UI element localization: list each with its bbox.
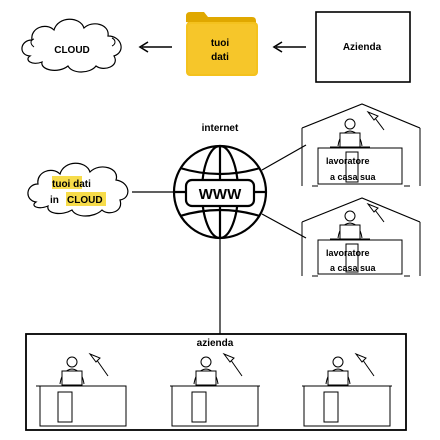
desk-lamp-icon (366, 110, 385, 131)
home-worker-2: lavoratore a casa sua (301, 197, 421, 277)
company-box: Azienda (315, 11, 411, 83)
left-cloud-line2-highlight: CLOUD (67, 195, 103, 206)
home-worker-2-line2: a casa sua (330, 263, 377, 273)
cloud-icon (21, 18, 122, 73)
desk-lamp-icon (222, 352, 243, 377)
desk-lamp-icon (354, 352, 375, 377)
person-at-desk-icon (193, 356, 219, 386)
person-at-desk-icon (325, 356, 351, 386)
house-icon (301, 197, 421, 223)
desk-lamp-icon (366, 202, 385, 223)
person-at-desk-icon (59, 356, 85, 386)
desk-lamp-icon (88, 352, 109, 377)
folder-label-line2: dati (211, 52, 229, 63)
office-desk-1 (36, 352, 127, 427)
cloud-label: CLOUD (54, 45, 90, 56)
office-label: azienda (197, 338, 234, 349)
person-at-desk-icon (330, 118, 370, 183)
internet-label: internet (202, 123, 239, 134)
home-worker-1-line2: a casa sua (330, 172, 377, 182)
left-cloud-line1: tuoi dati (52, 179, 91, 190)
office-desk-2 (170, 352, 260, 427)
folder-label-line1: tuoi (211, 38, 230, 49)
home-worker-1: lavoratore a casa sua (301, 103, 421, 187)
left-cloud-line2-prefix: in (50, 195, 59, 206)
home-worker-2-line1: lavoratore (326, 248, 370, 258)
company-label: Azienda (343, 42, 382, 53)
person-at-desk-icon (330, 210, 370, 273)
house-icon (301, 103, 421, 129)
office-desk-3 (302, 352, 392, 427)
globe-label: WWW (199, 186, 242, 203)
www-banner: WWW (184, 178, 256, 208)
home-worker-1-line1: lavoratore (326, 156, 370, 166)
left-cloud: tuoi dati in CLOUD (27, 162, 129, 217)
folder-icon: tuoi dati (186, 12, 258, 76)
arrow-left-icon (138, 41, 172, 53)
arrow-left-icon (272, 41, 306, 53)
top-cloud: CLOUD (21, 18, 122, 73)
